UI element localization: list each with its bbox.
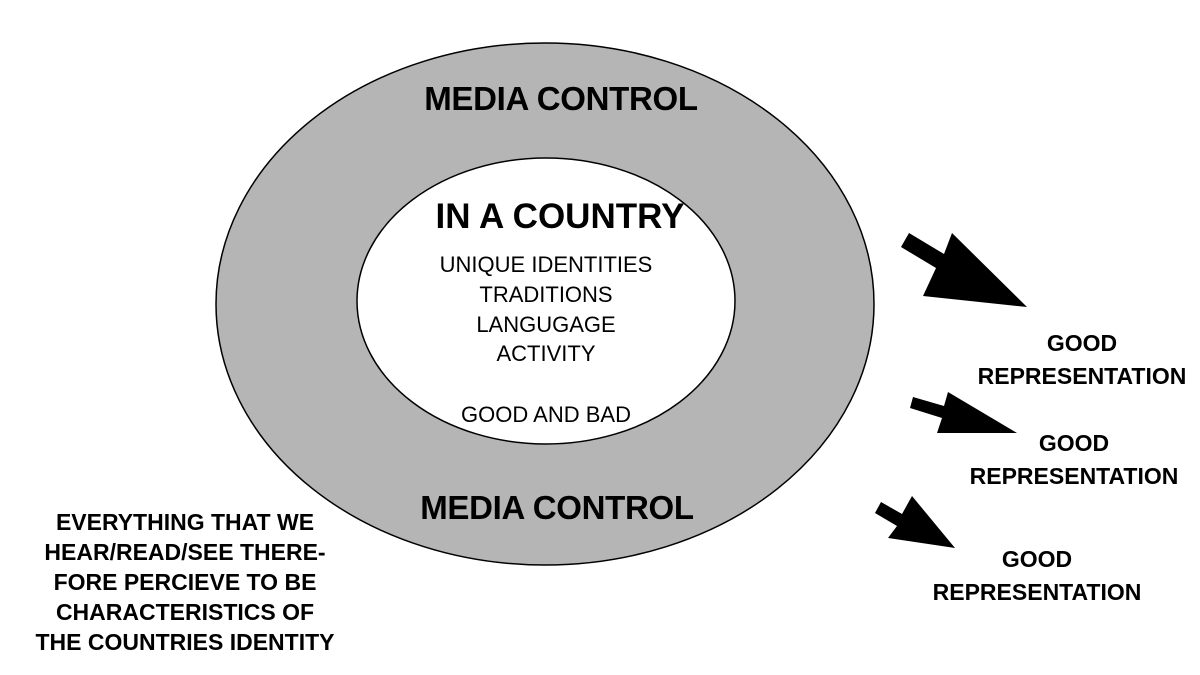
- good-and-bad-label: GOOD AND BAD: [461, 402, 631, 427]
- representation-line2: REPRESENTATION: [932, 579, 1142, 605]
- representation-line2: REPRESENTATION: [977, 363, 1187, 389]
- representation-line1: GOOD: [1038, 430, 1110, 456]
- arrow-icon: [875, 496, 955, 548]
- note-line: FORE PERCIEVE TO BE: [53, 569, 317, 595]
- representation-line1: GOOD: [1046, 330, 1118, 356]
- inner-item: TRADITIONS: [479, 282, 613, 307]
- note-line: EVERYTHING THAT WE: [55, 509, 315, 535]
- inner-item: UNIQUE IDENTITIES: [439, 252, 653, 277]
- media-control-top-label: MEDIA CONTROL: [424, 80, 698, 117]
- inner-item: LANGUGAGE: [476, 312, 616, 337]
- representation-label: GOOD REPRESENTATION: [944, 427, 1200, 493]
- representation-line2: REPRESENTATION: [969, 463, 1179, 489]
- arrow-icon: [901, 233, 1027, 307]
- inner-item: ACTIVITY: [496, 341, 596, 366]
- media-control-bottom-label: MEDIA CONTROL: [420, 489, 694, 526]
- note-line: THE COUNTRIES IDENTITY: [35, 629, 335, 655]
- perception-note: EVERYTHING THAT WE HEAR/READ/SEE THERE- …: [0, 507, 370, 657]
- country-inner-ellipse: [356, 157, 736, 445]
- in-a-country-title: IN A COUNTRY: [435, 197, 685, 236]
- representation-line1: GOOD: [1001, 546, 1073, 572]
- representation-label: GOOD REPRESENTATION: [907, 543, 1167, 609]
- note-line: CHARACTERISTICS OF: [55, 599, 315, 625]
- representation-label: GOOD REPRESENTATION: [952, 327, 1200, 393]
- note-line: HEAR/READ/SEE THERE-: [44, 539, 326, 565]
- arrow-icon: [910, 392, 1017, 433]
